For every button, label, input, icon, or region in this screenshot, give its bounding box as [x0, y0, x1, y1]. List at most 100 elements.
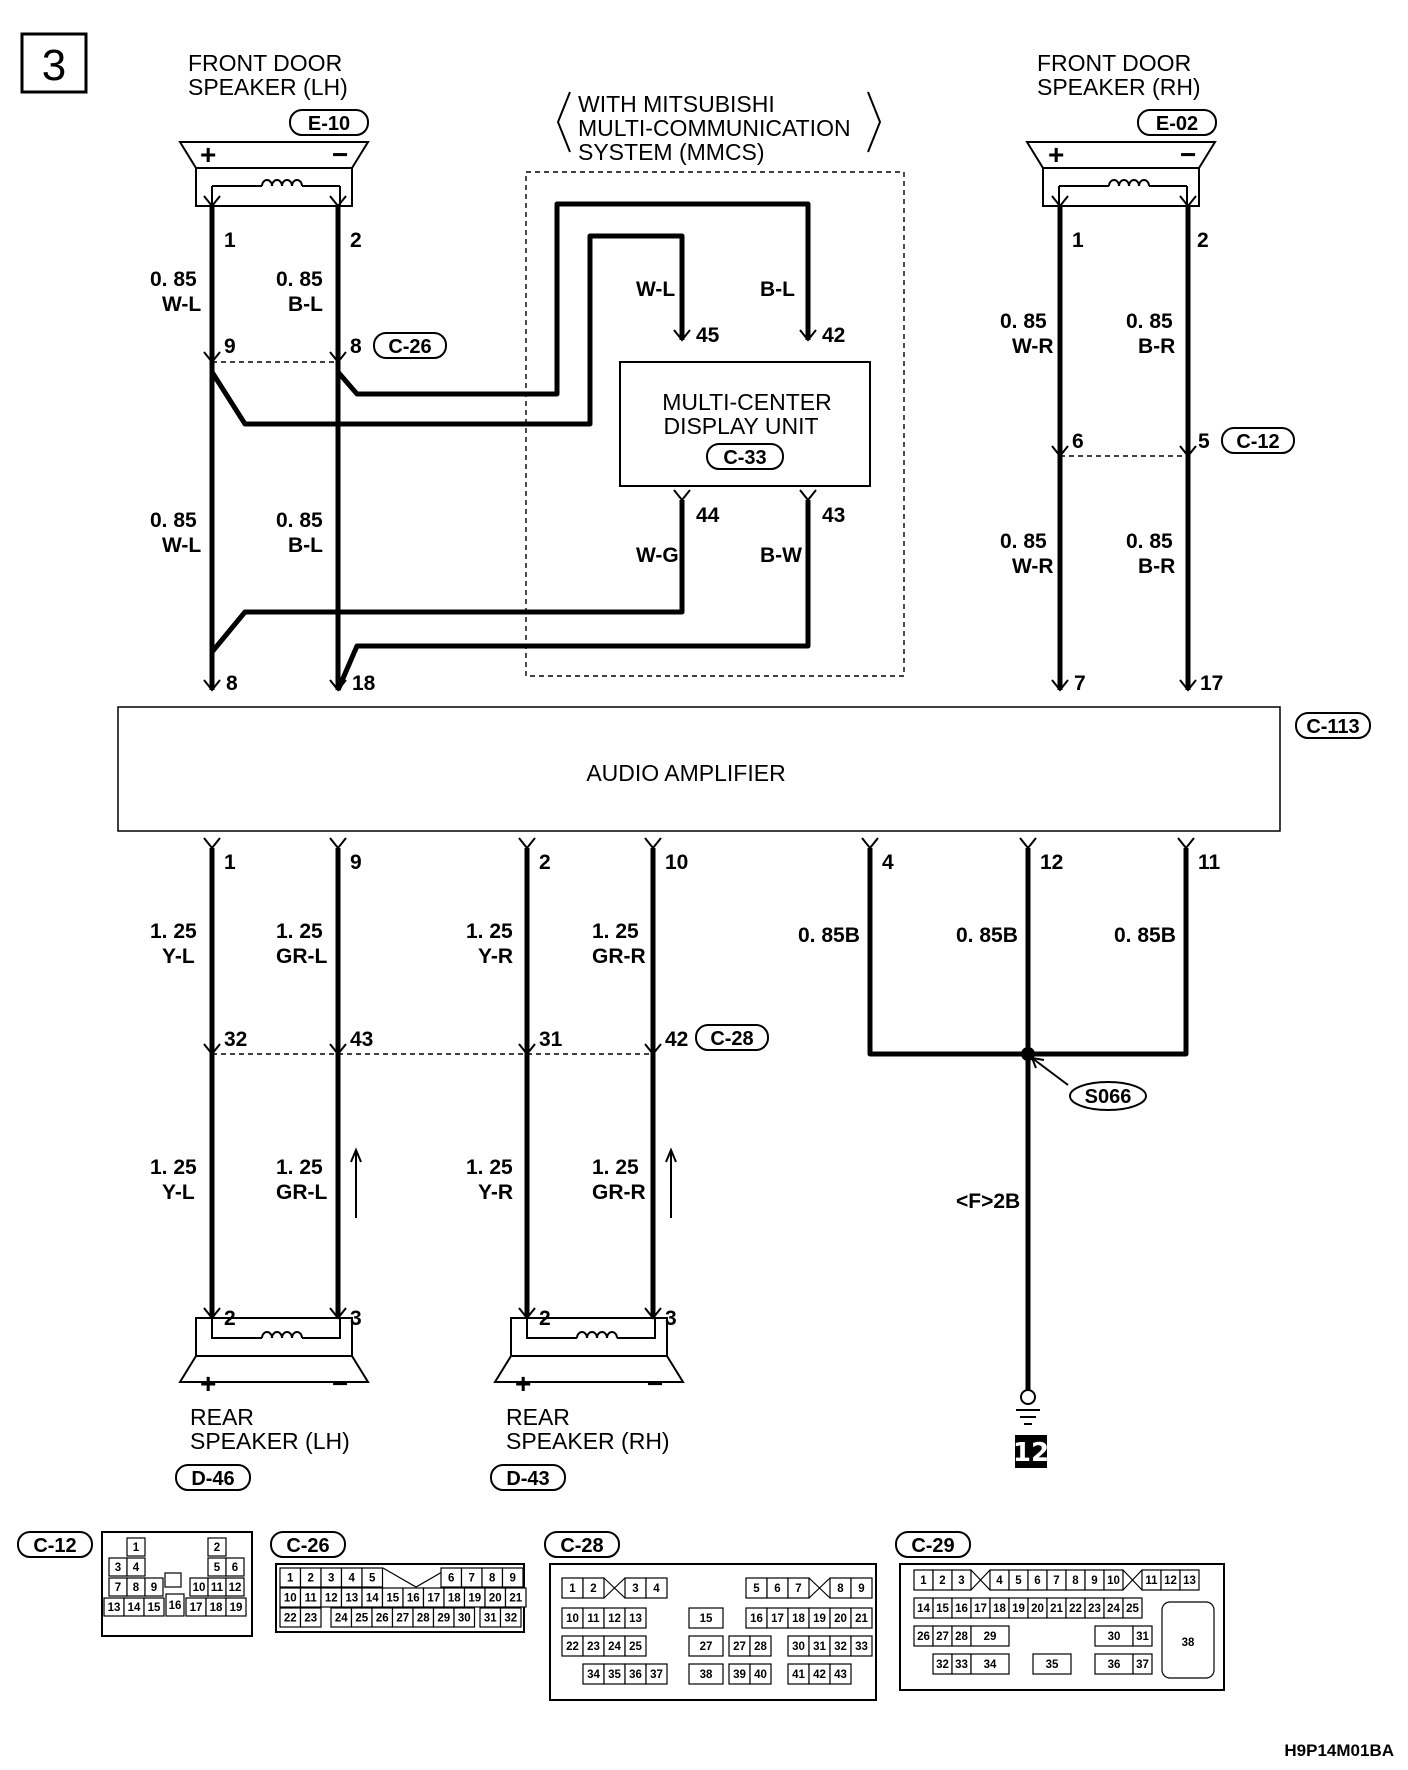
- upper-wires: [209, 201, 1191, 691]
- connector-pin-label: 27: [733, 1641, 746, 1653]
- upper-pin-numbers: 9 8 C-26 45 42 44 43 6 5 C-12 8 18 7 17: [224, 324, 1295, 695]
- connector-cell: [688, 1635, 724, 1657]
- terminal-chevron: [799, 329, 817, 342]
- connector-pin-label: 6: [774, 1583, 780, 1595]
- connector-pin-label: 7: [469, 1573, 475, 1585]
- connector-pin-label: 17: [190, 1602, 203, 1614]
- connector-pin-label: 27: [396, 1613, 409, 1625]
- connector-pin-label: 8: [1072, 1575, 1079, 1587]
- connector-pin-label: 28: [417, 1613, 430, 1625]
- wire-label-size: 1. 25: [466, 1156, 513, 1179]
- wire-label-color: W-R: [1012, 335, 1054, 358]
- terminal-chevron: [329, 1043, 347, 1056]
- wire-label-color: B-L: [760, 278, 795, 301]
- terminal-chevron: [1179, 445, 1197, 458]
- connector-cell: [970, 1625, 1010, 1647]
- connector-cell: [499, 1607, 522, 1628]
- connector-pin-label: 9: [1091, 1575, 1097, 1587]
- connector-pin-label: 41: [792, 1669, 805, 1681]
- rear-lh-minus: −: [332, 1368, 348, 1399]
- connector-pin-label: 14: [366, 1593, 379, 1605]
- wire-label-color: B-L: [288, 293, 323, 316]
- display-unit-connector: C-33: [723, 447, 766, 469]
- mmcs-title-2: MULTI-COMMUNICATION: [578, 115, 851, 141]
- front-lh-pin-2: 2: [350, 229, 362, 252]
- connector-cell: [225, 1557, 245, 1577]
- terminal-chevron: [518, 1043, 536, 1056]
- connector-pin-label: 31: [1136, 1631, 1149, 1643]
- c26-connector: C-26: [388, 336, 431, 358]
- rear-rh-pin-3: 3: [665, 1307, 677, 1330]
- wire-label-size: 0. 85: [276, 509, 323, 532]
- connector-pin-label: 27: [700, 1641, 713, 1653]
- connector-pin-label: 8: [489, 1573, 496, 1585]
- connector-pin-label: 21: [509, 1593, 522, 1605]
- connector-pin-label: 1: [920, 1575, 927, 1587]
- connector-pin-label: 34: [587, 1669, 600, 1681]
- front-rh-pin-1: 1: [1072, 229, 1084, 252]
- front-rh-title-1: FRONT DOOR: [1037, 50, 1191, 76]
- amp-pin-11: 11: [1198, 851, 1221, 874]
- c12-pin-5: 5: [1198, 430, 1210, 453]
- rear-lh-title-2: SPEAKER (LH): [190, 1428, 350, 1454]
- connector-pin-label: 1: [133, 1542, 140, 1554]
- c29-view-title: C-29: [911, 1535, 954, 1557]
- connector-pin-label: 19: [468, 1593, 481, 1605]
- connector-cell: [1122, 1597, 1143, 1619]
- connector-pin-label: 19: [813, 1613, 826, 1625]
- connector-pin-label: 18: [210, 1602, 223, 1614]
- connector-pin-label: 8: [837, 1583, 844, 1595]
- connector-pin-label: 1: [569, 1583, 576, 1595]
- rear-rh-plus: +: [515, 1368, 531, 1399]
- connector-cell: [749, 1635, 772, 1657]
- wire-label-color: GR-R: [592, 1181, 646, 1204]
- connector-pin-label: 28: [955, 1631, 968, 1643]
- c28-pin-32: 32: [224, 1028, 247, 1051]
- wire-label-color: W-G: [636, 544, 679, 567]
- connector-pin-label: 17: [771, 1613, 784, 1625]
- connector-cell: [225, 1577, 245, 1597]
- front-lh-minus: −: [332, 139, 348, 170]
- terminal-chevron: [329, 195, 347, 208]
- wire-label-size: 0. 85: [150, 509, 197, 532]
- terminal-chevron: [673, 329, 691, 342]
- front-lh-connector: E-10: [308, 113, 350, 135]
- wire-label-size: 1. 25: [276, 920, 323, 943]
- mmcs-title-3: SYSTEM (MMCS): [578, 139, 765, 165]
- connector-cell: [165, 1593, 185, 1617]
- connector-pin-label: 23: [304, 1613, 317, 1625]
- front-door-speaker-lh: FRONT DOOR SPEAKER (LH) E-10 + − 1 2: [178, 50, 370, 252]
- terminal-chevron: [1051, 195, 1069, 208]
- connector-blank-cell: [808, 1577, 831, 1599]
- connector-pin-label: 15: [700, 1613, 713, 1625]
- front-lh-title-1: FRONT DOOR: [188, 50, 342, 76]
- amp-pin-2: 2: [539, 851, 551, 874]
- terminal-chevron: [203, 351, 221, 364]
- terminal-chevron: [644, 837, 662, 850]
- connector-pin-label: 7: [795, 1583, 801, 1595]
- rear-rh-connector: D-43: [506, 1468, 549, 1490]
- lower-pin-numbers: 1 9 2 10 4 12 11 32 43 31 42 C-28 2 3 2 …: [224, 851, 1221, 1330]
- connector-pin-label: 21: [855, 1613, 868, 1625]
- connector-pin-label: 16: [169, 1600, 182, 1612]
- connector-cell: [453, 1607, 476, 1628]
- wire-label-size: 1. 25: [592, 920, 639, 943]
- connector-cell: [143, 1597, 165, 1617]
- terminal-chevron: [1051, 679, 1069, 692]
- lower-wire-labels: 1. 25 Y-L 1. 25 GR-L 1. 25 Y-R 1. 25 GR-…: [150, 920, 1176, 1218]
- connector-pin-label: 26: [917, 1631, 930, 1643]
- connector-pin-label: 17: [427, 1593, 440, 1605]
- connector-pin-label: 4: [653, 1583, 660, 1595]
- connector-cell: [1103, 1569, 1124, 1591]
- wire-label-size: 0. 85: [150, 268, 197, 291]
- connector-pin-label: 5: [369, 1573, 376, 1585]
- wire-label-color: W-L: [636, 278, 675, 301]
- amp-pin-7: 7: [1074, 672, 1086, 695]
- wire-label-color: GR-L: [276, 1181, 327, 1204]
- display-unit-title-2: DISPLAY UNIT: [663, 413, 818, 439]
- connector-pin-label: 5: [1015, 1575, 1022, 1587]
- connector-cell: [1132, 1653, 1153, 1675]
- wire-label-color: GR-R: [592, 945, 646, 968]
- connector-cell: [582, 1577, 605, 1599]
